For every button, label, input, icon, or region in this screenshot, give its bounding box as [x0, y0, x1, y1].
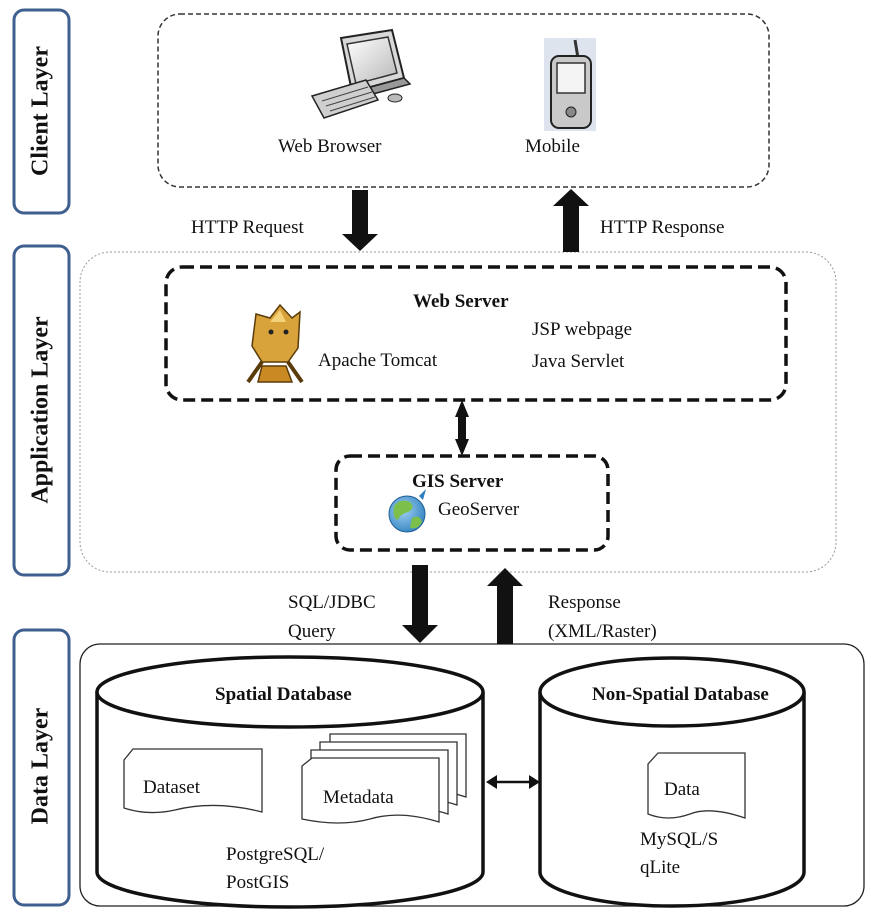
application-layer-label: Application Layer — [27, 316, 54, 504]
http-response-arrow — [553, 189, 589, 252]
mobile-phone-icon — [544, 38, 596, 131]
data-layer-tab — [12, 628, 71, 907]
xml-raster-label: (XML/Raster) — [548, 621, 657, 642]
client-layer-label: Client Layer — [27, 46, 54, 176]
geoserver-label: GeoServer — [438, 499, 520, 520]
query-label: Query — [288, 621, 336, 642]
gis-server-box — [334, 454, 610, 552]
response-label: Response — [548, 592, 621, 613]
metadata-label: Metadata — [323, 787, 394, 808]
data-document-shape — [647, 752, 746, 819]
sqlite-label: qLite — [640, 857, 681, 878]
spatial-database-title: Spatial Database — [215, 684, 352, 705]
gis-server-title: GIS Server — [412, 471, 504, 492]
application-layer-tab — [12, 244, 71, 577]
data-layer-box — [79, 643, 865, 907]
sql-query-arrow — [402, 565, 438, 643]
http-response-label: HTTP Response — [600, 217, 725, 238]
data-doc-label: Data — [664, 779, 700, 800]
client-layer-box — [157, 13, 770, 188]
data-layer-label: Data Layer — [27, 707, 54, 825]
web-gis-bidirectional-arrow — [455, 400, 469, 456]
jsp-webpage-label: JSP webpage — [532, 319, 633, 340]
client-layer-tab — [12, 8, 71, 215]
web-server-box — [164, 265, 788, 402]
java-servlet-label: Java Servlet — [532, 351, 625, 372]
dataset-document-shape — [123, 748, 263, 814]
web-server-title: Web Server — [413, 291, 509, 312]
globe-geoserver-icon — [388, 489, 426, 533]
metadata-document-stack — [301, 733, 467, 824]
desktop-computer-icon — [310, 28, 412, 119]
response-xml-raster-arrow — [487, 568, 523, 644]
postgis-label: PostGIS — [226, 872, 290, 893]
web-browser-label: Web Browser — [278, 136, 382, 157]
non-spatial-database-title: Non-Spatial Database — [592, 684, 769, 705]
dataset-label: Dataset — [143, 777, 200, 798]
mobile-label: Mobile — [525, 136, 580, 157]
http-request-arrow — [342, 190, 378, 251]
apache-tomcat-label: Apache Tomcat — [318, 350, 438, 371]
mysql-label: MySQL/S — [640, 829, 719, 850]
http-request-label: HTTP Request — [191, 217, 304, 238]
sql-jdbc-label: SQL/JDBC — [288, 592, 376, 613]
application-layer-box — [79, 251, 837, 573]
database-sync-arrow — [486, 775, 540, 789]
tomcat-cat-icon — [246, 303, 304, 384]
postgresql-label: PostgreSQL/ — [226, 844, 325, 865]
